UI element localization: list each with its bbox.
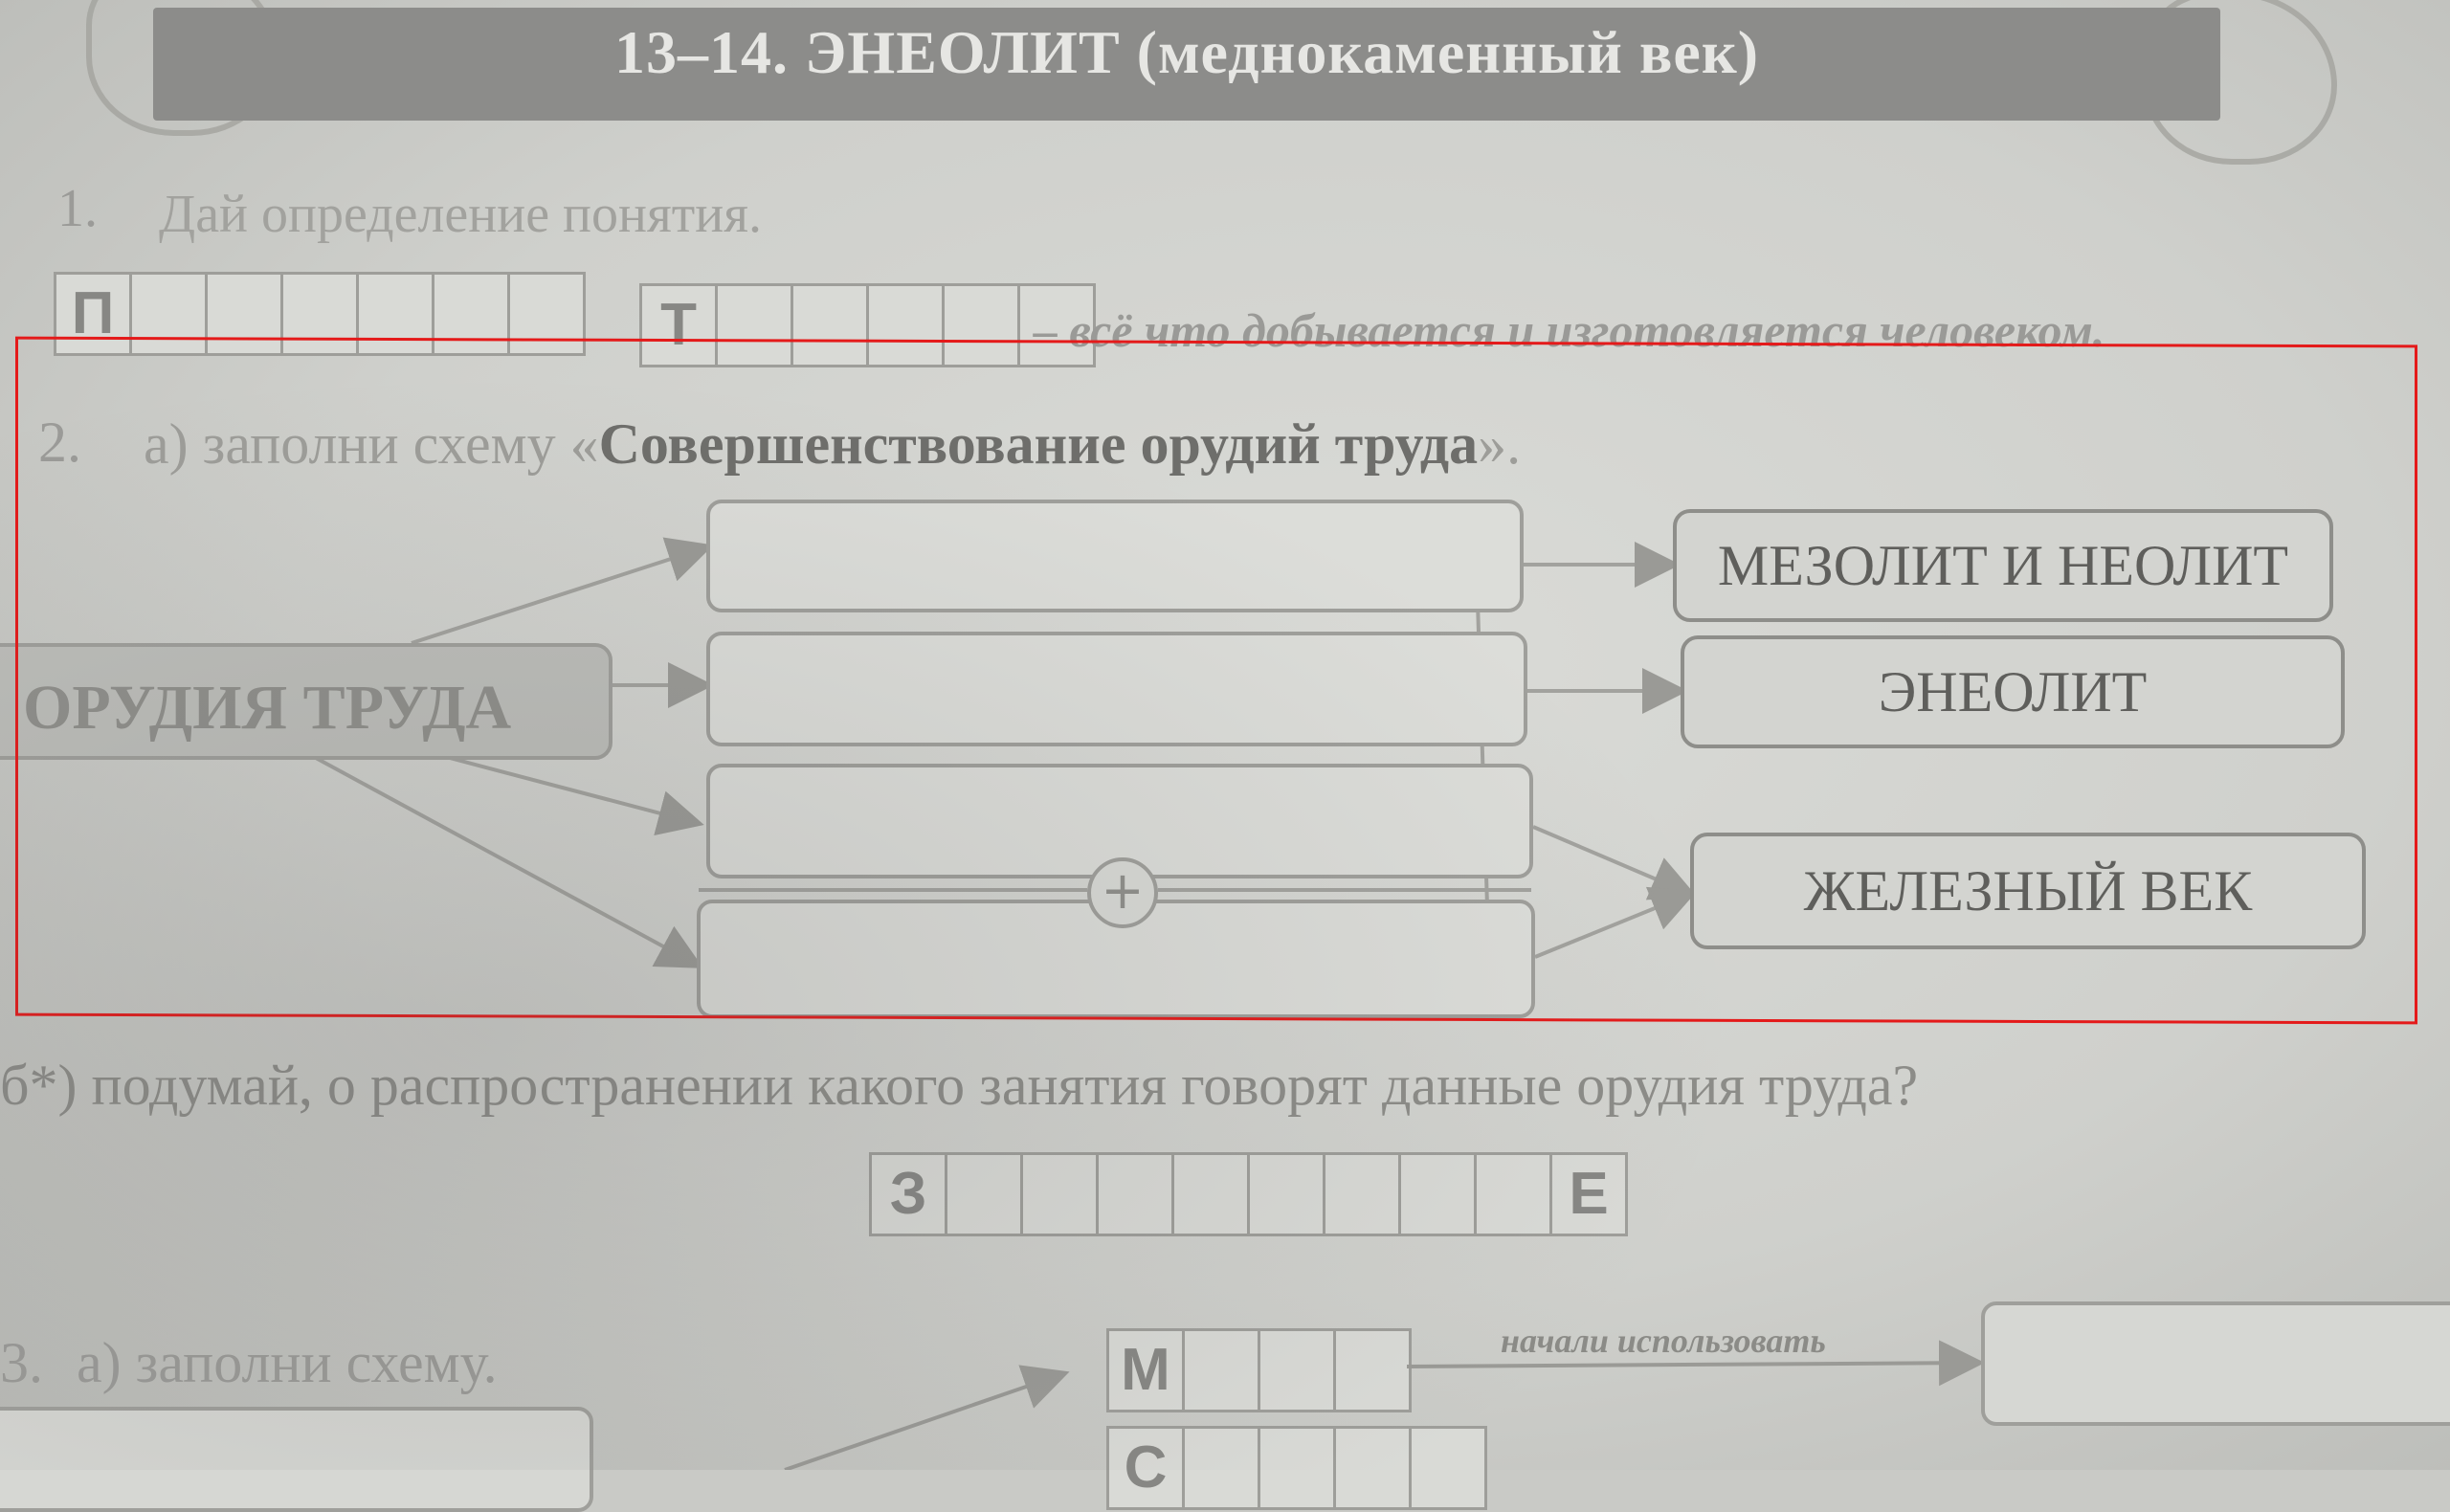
arrow-from-left (784, 1365, 1070, 1470)
task2-number: 2. (38, 411, 81, 474)
letter-cell[interactable] (283, 275, 359, 353)
letter-cell[interactable]: Т (642, 286, 718, 365)
arrow-box4-to-iron (1534, 886, 1698, 959)
header-bar: 13–14. ЭНЕОЛИТ (меднокаменный век) (153, 8, 2220, 121)
period-eneolith: ЭНЕОЛИТ (1681, 635, 2345, 748)
task3-left-box[interactable] (0, 1407, 593, 1512)
task2-suffix: ». (1478, 412, 1522, 476)
arrow-caption: начали использовать (1501, 1322, 1826, 1360)
letter-cell[interactable] (1099, 1155, 1174, 1234)
page-title: 13–14. ЭНЕОЛИТ (меднокаменный век) (614, 18, 1759, 86)
letter-cell[interactable] (1401, 1155, 1477, 1234)
answer-box-2[interactable] (706, 632, 1527, 746)
letter-cell[interactable]: М (1109, 1331, 1185, 1410)
task2-instruction: а) заполни схему «Совершенствование оруд… (144, 411, 1521, 478)
letter-cell[interactable] (1477, 1155, 1552, 1234)
letter-cell[interactable] (1325, 1155, 1401, 1234)
letter-cell[interactable] (359, 275, 434, 353)
task1-number: 1. (57, 179, 98, 238)
letter-cell[interactable]: Е (1569, 1161, 1609, 1227)
answer-box-1[interactable] (706, 500, 1524, 612)
letter-cell[interactable] (1023, 1155, 1099, 1234)
scheme-arrows (315, 537, 1698, 974)
letter-cell[interactable] (434, 275, 510, 353)
tools-source-box: ОРУДИЯ ТРУДА (0, 643, 612, 760)
task2b-cells: З Е (869, 1152, 1628, 1236)
period-mesolith-neolith: МЕЗОЛИТ И НЕОЛИТ (1673, 509, 2333, 622)
task1-word2-cells: Т (639, 283, 1096, 367)
period-label: ЭНЕОЛИТ (1878, 660, 2148, 723)
task1-word1-cells: П (54, 272, 586, 356)
vertical-arrow (1464, 541, 1511, 974)
task1-definition: – всё что добывается и изготовляется чел… (1034, 303, 2105, 357)
letter-cell[interactable] (718, 286, 793, 365)
arrow-box3-to-iron (1532, 825, 1698, 901)
period-label: МЕЗОЛИТ И НЕОЛИТ (1717, 534, 2289, 597)
letter-cell[interactable] (1260, 1429, 1336, 1507)
task2-prefix: а) заполни схему « (144, 412, 599, 476)
letter-cell[interactable] (132, 275, 208, 353)
period-label: ЖЕЛЕЗНЫЙ ВЕК (1803, 859, 2253, 923)
arrow-to-box-4 (315, 756, 704, 968)
task1-text: Дай определение понятия. (159, 185, 762, 244)
letter-cell[interactable] (1250, 1155, 1325, 1234)
letter-cell[interactable] (208, 275, 283, 353)
letter-cell[interactable] (945, 286, 1020, 365)
letter-cell[interactable] (1185, 1429, 1260, 1507)
task3-instruction: а) заполни схему. (77, 1331, 498, 1394)
period-iron-age: ЖЕЛЕЗНЫЙ ВЕК (1690, 833, 2366, 949)
letter-cell[interactable] (1336, 1429, 1412, 1507)
letter-cell[interactable] (793, 286, 869, 365)
arrow-to-metal (1406, 1340, 1985, 1387)
arrow-to-box-1 (411, 537, 714, 645)
scheme-title: Совершенствование орудий труда (598, 412, 1479, 476)
task3-word-cells: М (1106, 1328, 1412, 1412)
letter-cell[interactable] (1260, 1331, 1336, 1410)
tools-source-label: ОРУДИЯ ТРУДА (23, 673, 512, 743)
letter-cell[interactable] (1174, 1155, 1250, 1234)
task3-answer-box[interactable] (1981, 1301, 2450, 1426)
task3-number: 3. (0, 1331, 43, 1394)
letter-cell[interactable] (1185, 1331, 1260, 1410)
letter-cell[interactable]: З (872, 1155, 947, 1234)
letter-cell[interactable] (869, 286, 945, 365)
letter-cell[interactable] (947, 1155, 1023, 1234)
task2b-question: б*) подумай, о распространении какого за… (0, 1054, 1919, 1117)
task3-arrows (784, 1340, 1985, 1470)
letter-cell[interactable]: П (56, 275, 132, 353)
arrow-to-box-3 (449, 756, 704, 836)
plus-icon: + (1087, 857, 1158, 928)
